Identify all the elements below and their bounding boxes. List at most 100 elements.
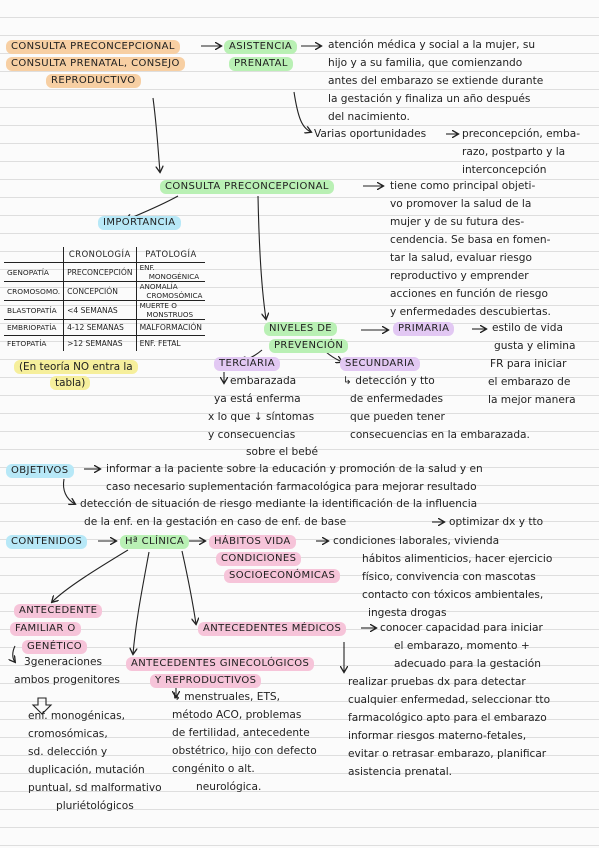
hollow-arrow-familiar [31,697,53,715]
familiar-title-line-3: GENÉTICO [22,640,87,654]
row-label: CROMOSOMO. [4,281,64,301]
table-row: EMBRIOPATÍA 4-12 SEMANAS MALFORMACIÓN [4,319,206,336]
col-patologia: PATOLOGÍA [135,247,206,263]
gineco-def-line-4: obstétrico, hijo con defecto [172,745,317,757]
familiar-title-line-2: FAMILIAR O [10,622,81,636]
asistencia-def-line-1: atención médica y social a la mujer, su [328,39,536,51]
preconcepcional-def-line-4: cendencia. Se basa en fomen- [390,234,551,246]
arrow-familiar-to-def [13,645,15,662]
medicos-more-line-6: asistencia prenatal. [348,766,453,778]
primaria-def-line-1: estilo de vida [492,322,563,334]
familiar-title-line-1: ANTECEDENTE [14,604,103,618]
familiar-sub-line-1: enf. monogénicas, [28,710,126,722]
niveles-title-line-2: PREVENCIÓN [269,339,349,353]
importancia-table: CRONOLOGÍA PATOLOGÍA GENOPATÍA PRECONCEP… [4,247,206,351]
table-corner [4,247,64,263]
objetivos-line-4: de la enf. en la gestación en caso de en… [84,516,347,528]
preconcepcional-def-line-8: y enfermedades descubiertas. [390,306,551,318]
primaria-def-line-3: FR para iniciar [490,358,567,370]
row-patologia: ENF. FETAL [135,335,206,351]
preconcepcional-title: CONSULTA PRECONCEPCIONAL [160,180,334,194]
preconcepcional-def-line-3: mujer y de su futura des- [390,216,525,228]
pato-line: MONOGÉNICA [148,272,200,281]
habitos-title-line-2: CONDICIONES [216,552,302,566]
gineco-def-line-1: ↳ menstruales, ETS, [172,691,281,703]
row-cronologia: >12 SEMANAS [63,335,137,351]
secundaria-def-line-4: consecuencias en la embarazada. [350,429,530,441]
arrow-hclinica-to-familiar [52,549,129,602]
row-cronologia: PRECONCEPCIÓN [63,262,137,282]
primaria-def-line-4: el embarazo de [488,376,571,388]
primaria-label: PRIMARIA [393,322,455,336]
familiar-sub-line-3: sd. delección y [28,746,108,758]
asistencia-def-line-5: del nacimiento. [328,111,410,123]
familiar-sub-line-5: puntual, sd malformativo [28,782,162,794]
medicos-def-line-1: conocer capacidad para iniciar [380,622,543,634]
preconcepcional-def-line-1: tiene como principal objeti- [390,180,536,192]
preconcepcional-def-line-7: acciones en función de riesgo [390,288,548,300]
familiar-def-line-1: 3generaciones [24,656,103,668]
medicos-more-line-3: farmacológico apto para el embarazo [348,712,547,724]
asistencia-def-line-4: la gestación y finaliza un año después [328,93,531,105]
col-cronologia: CRONOLOGÍA [63,247,137,263]
consulta-preconcepcional-label: CONSULTA PRECONCEPCIONAL [6,40,180,54]
table-row: CROMOSOMO. CONCEPCIÓN ANOMALÍA CROMOSÓMI… [4,281,206,301]
row-label: GENOPATÍA [4,262,64,282]
secundaria-def-line-1: ↳ detección y tto [343,375,435,387]
row-cronologia: CONCEPCIÓN [63,281,137,301]
terciaria-def-line-4: y consecuencias [208,429,296,441]
arrow-hclinica-to-medicos [181,550,196,624]
familiar-sub-line-2: cromosómicas, [28,728,108,740]
terciaria-def-line-2: ya está enferma [214,393,301,405]
arrow-preconcepcional-to-niveles [257,195,266,319]
medicos-title: ANTECEDENTES MÉDICOS [198,622,347,636]
table-row: FETOPATÍA >12 SEMANAS ENF. FETAL [4,335,206,351]
oportunidades-line-2: razo, postparto y la [462,146,566,158]
medicos-more-line-5: evitar o retrasar embarazo, planificar [348,748,547,760]
asistencia-def-line-2: hijo y a su familia, que comienzando [328,57,523,69]
objetivos-line-3: detección de situación de riesgo mediant… [80,498,478,510]
gineco-title-line-2: Y REPRODUCTIVOS [150,674,262,688]
table-row: BLASTOPATÍA <4 SEMANAS MUERTE O MONSTRUO… [4,300,206,320]
table-row: GENOPATÍA PRECONCEPCIÓN ENF. MONOGÉNICA [4,262,206,282]
habitos-title-line-1: HÁBITOS VIDA [209,535,296,549]
secundaria-def-line-3: que pueden tener [350,411,445,423]
gineco-def-line-3: de fertilidad, antecedente [172,727,310,739]
medicos-more-line-1: realizar pruebas dx para detectar [348,676,526,688]
consejo-reproductivo-label: REPRODUCTIVO [46,74,141,88]
gineco-def-line-6: neurológica. [196,781,262,793]
importancia-title: IMPORTANCIA [98,216,181,230]
arrow-consulta-to-preconcepcional [152,97,160,172]
pato-line: MALFORMACIÓN [139,323,202,332]
row-cronologia: 4-12 SEMANAS [63,319,137,336]
hclinica-label: Hª CLÍNICA [120,535,190,549]
gineco-def-line-5: congénito o alt. [172,763,255,775]
asistencia-def-line-3: antes del embarazo se extiende durante [328,75,544,87]
consulta-prenatal-label: CONSULTA PRENATAL, CONSEJO [6,57,185,71]
pato-line: CROMOSÓMICA [146,291,203,300]
terciaria-def-line-1: embarazada [230,375,297,387]
objetivos-title: OBJETIVOS [6,464,74,478]
niveles-title-line-1: NIVELES DE [264,322,338,336]
pato-line: ENF. FETAL [139,339,181,348]
pato-line: ENF. [139,263,155,272]
arrow-hclinica-to-gineco [133,551,150,654]
oportunidades-label: Varias oportunidades [314,128,427,140]
habitos-def-line-2: hábitos alimenticios, hacer ejercicio [362,553,553,565]
table-note-line-2: tabla) [50,376,91,390]
row-label: FETOPATÍA [7,339,47,348]
arrow-objetivos-to-line3 [62,478,75,504]
secundaria-label: SECUNDARIA [340,357,420,371]
primaria-def-line-2: gusta y elimina [494,340,576,352]
primaria-def-line-5: la mejor manera [488,394,576,406]
pato-line: ANOMALÍA [139,282,178,291]
habitos-def-line-4: contacto con tóxicos ambientales, [362,589,544,601]
medicos-more-line-4: informar riesgos materno-fetales, [348,730,527,742]
pato-line: MUERTE O [139,301,177,310]
asistencia-label: ASISTENCIA [224,40,298,54]
objetivos-line-5: optimizar dx y tto [449,516,544,528]
secundaria-def-line-2: de enfermedades [350,393,444,405]
preconcepcional-def-line-2: vo promover la salud de la [390,198,532,210]
familiar-sub-line-6: pluriétológicos [56,800,134,812]
